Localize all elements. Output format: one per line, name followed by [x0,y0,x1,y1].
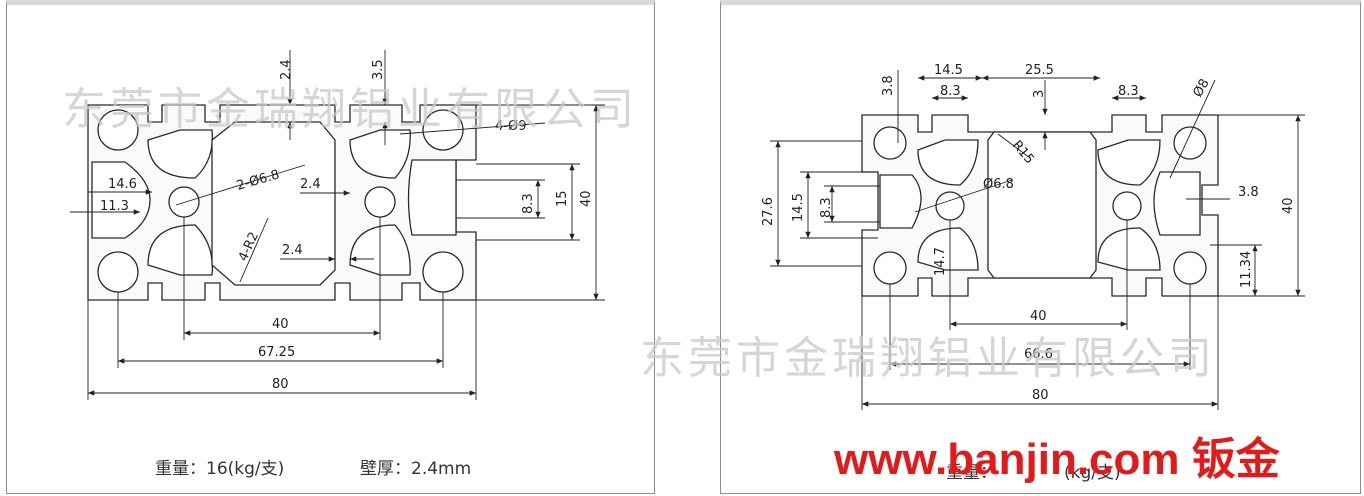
left-dim-40-h: 40 [272,317,289,332]
watermark-right: 东莞市金瑞翔铝业有限公司 [640,333,1216,384]
left-wall-thickness-caption: 壁厚：2.4mm [360,459,471,479]
right-dim-3-8-right: 3.8 [1238,185,1259,200]
left-weight-caption: 重量：16(kg/支) [155,459,284,479]
watermark-left: 东莞市金瑞翔铝业有限公司 [62,84,638,135]
left-dim-40-v: 40 [579,190,594,207]
left-dim-67-25: 67.25 [258,345,295,360]
right-dim-27-6: 27.6 [761,197,776,226]
left-dim-80: 80 [272,377,289,392]
right-dim-11-34: 11.34 [1239,251,1254,288]
left-dim-2-4-top: 2.4 [279,59,294,80]
right-dim-66-6: 66.6 [1024,347,1053,362]
left-dim-8-3: 8.3 [521,193,536,214]
left-profile-shape [87,104,477,301]
left-dim-2-4-low: 2.4 [282,243,303,258]
right-dim-phi6-8: Ø6.8 [983,177,1014,192]
left-dim-4-phi9: 4-Ø9 [495,119,526,134]
right-weight-caption: 重量： [946,463,997,483]
right-dim-80: 80 [1032,388,1049,403]
right-dim-25-5: 25.5 [1025,63,1054,78]
left-dimension-lines [70,50,605,400]
right-dim-40-h: 40 [1030,309,1047,324]
left-dim-11-3: 11.3 [100,199,129,214]
left-dim-15: 15 [555,190,570,207]
right-dim-8-3-v: 8.3 [819,197,834,218]
site-banner: www.banjin.com 钣金 [833,435,1281,484]
left-dim-2-4-mid: 2.4 [300,177,321,192]
right-dim-40-v: 40 [1281,197,1296,214]
right-dim-14-5-v: 14.5 [791,193,806,222]
right-weight-unit: (kg/支) [1064,463,1121,483]
right-dim-14-7: 14.7 [933,247,948,276]
right-profile-shape [861,114,1219,297]
right-dim-14-5-top: 14.5 [934,63,963,78]
right-dim-8-3-a: 8.3 [940,84,961,99]
right-dim-phi8: Ø8 [1190,76,1212,100]
right-dim-8-3-b: 8.3 [1118,84,1139,99]
right-dim-3: 3 [1032,90,1047,98]
left-dim-14-6: 14.6 [108,177,137,192]
left-dim-3-5: 3.5 [371,59,386,80]
right-dimension-lines [770,70,1305,410]
right-dim-3-8-top: 3.8 [881,75,896,96]
